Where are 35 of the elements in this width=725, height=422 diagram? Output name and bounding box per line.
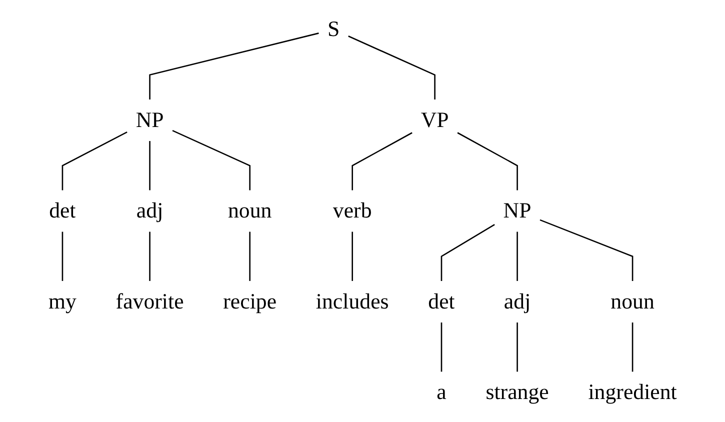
node-text: ingredient: [588, 380, 677, 404]
connector: [632, 322, 634, 372]
connector: [540, 219, 634, 281]
connector: [457, 132, 518, 190]
connector: [148, 32, 319, 100]
connector: [172, 130, 250, 190]
node-text: favorite: [116, 290, 184, 314]
connector: [352, 232, 353, 281]
node-text: my: [48, 290, 76, 314]
connector: [148, 232, 150, 281]
node-text: VP: [420, 108, 449, 132]
node-text: recipe: [222, 290, 276, 314]
connector: [348, 36, 436, 100]
node-text: det: [428, 290, 455, 314]
connector: [148, 141, 150, 190]
connector: [249, 232, 250, 281]
connector: [352, 132, 412, 190]
node-text: strange: [486, 380, 549, 404]
node-text: noun: [610, 290, 654, 314]
connector: [516, 322, 518, 372]
connector: [62, 131, 128, 190]
node-text: adj: [504, 290, 530, 314]
connector: [62, 232, 63, 281]
connector: [440, 224, 495, 281]
node-text: NP: [136, 108, 164, 132]
connector: [440, 322, 442, 372]
node-text: adj: [136, 198, 163, 224]
node-text: a: [436, 380, 446, 404]
node-text: verb: [332, 198, 372, 224]
node-text: includes: [316, 290, 389, 314]
node-text: NP: [503, 198, 532, 224]
node-text: det: [48, 198, 76, 224]
node-text: S: [327, 17, 340, 42]
node-text: noun: [228, 198, 272, 224]
connector: [516, 232, 518, 281]
